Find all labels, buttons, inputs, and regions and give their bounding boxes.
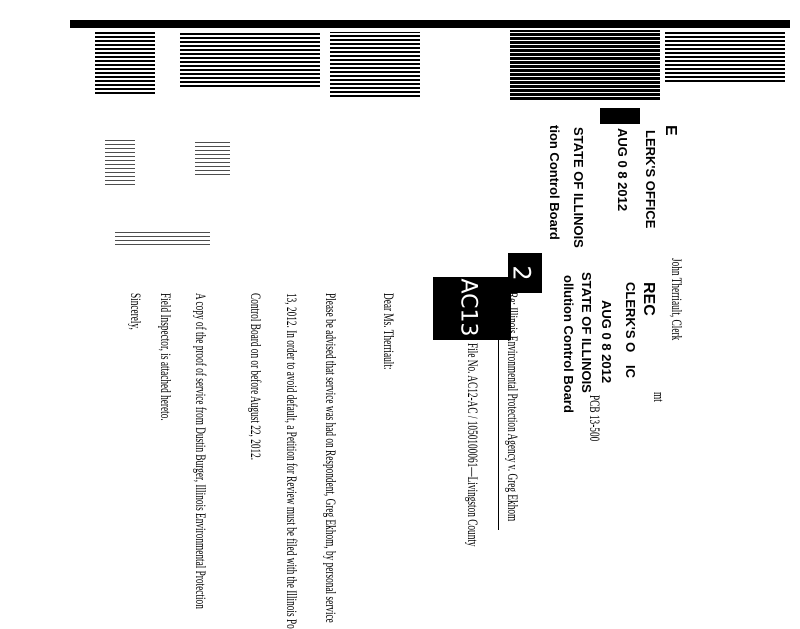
scribble [195, 140, 230, 175]
stamp-right-line: STATE OF ILLINOIS [579, 272, 594, 393]
stamp-left-line: tion Control Board [547, 125, 562, 240]
redacted-block [330, 32, 420, 97]
redaction-block [510, 30, 660, 100]
stamp-left-line: STATE OF ILLINOIS [571, 127, 586, 248]
scribble [115, 230, 210, 245]
case-number: PCB 13-500 [586, 395, 602, 442]
redacted-block [180, 32, 320, 87]
stamp-left-line: E [662, 125, 679, 136]
handwritten-mark: 2 [507, 265, 536, 281]
addressee-fragment: mt [650, 392, 666, 402]
underline [498, 340, 499, 530]
stamp-right-line: IC [623, 365, 638, 378]
scribble [105, 140, 135, 185]
redacted-block [665, 32, 785, 82]
stamp-left-line: LERK'S OFFICE [643, 130, 658, 229]
paragraph-line: Please be advised that service was had o… [322, 293, 338, 623]
addressee-name: John Therriault, Clerk [668, 258, 684, 341]
stamp-right-line: AUG 0 8 2012 [599, 300, 614, 384]
stamp-right-line: ollution Control Board [561, 275, 576, 413]
stamp-left-line: AUG 0 8 2012 [615, 128, 630, 212]
stamp-right-line: CLERK'S O [623, 282, 638, 353]
redaction-bar [70, 20, 790, 28]
salutation: Dear Ms. Therriault: [380, 293, 396, 370]
re-line: Re: Illinois Environmental Protection Ag… [504, 292, 520, 522]
paragraph-line: 13, 2012. In order to avoid default, a P… [283, 293, 299, 629]
handwritten-code-box: AC13 [433, 277, 511, 340]
stamp-bar [600, 108, 640, 124]
paragraph-line: A copy of the proof of service from Dust… [192, 293, 208, 609]
paragraph-line: Control Board on or before August 22, 20… [247, 293, 263, 461]
handwritten-mark-box: 2 [508, 253, 542, 293]
closing: Sincerely, [127, 293, 143, 330]
handwritten-code: AC13 [455, 278, 481, 337]
stamp-right-line: REC [640, 282, 657, 316]
redacted-block [95, 32, 155, 94]
file-line: File No. AC12-AC / 1050100061—Livingston… [464, 343, 480, 547]
paragraph-line: Field Inspector, is attached hereto. [157, 293, 173, 421]
